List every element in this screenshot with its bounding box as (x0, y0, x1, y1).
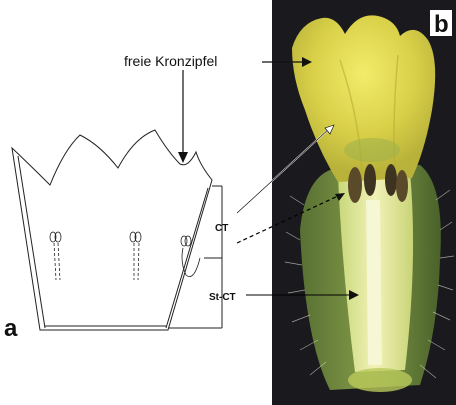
throat-shading (344, 138, 400, 162)
label-ct: CT (215, 223, 228, 234)
stamens (50, 232, 200, 280)
right-edge (166, 188, 208, 328)
label-free-lobes: freie Kronzipfel (124, 53, 217, 69)
panel-label-b: b (434, 11, 449, 38)
style (366, 200, 382, 365)
label-st-ct: St-CT (209, 292, 236, 303)
flower-base (348, 368, 412, 392)
photo-panel (272, 0, 456, 405)
panel-label-a: a (4, 315, 18, 342)
left-edge (18, 156, 45, 328)
zone-brackets (168, 186, 222, 328)
